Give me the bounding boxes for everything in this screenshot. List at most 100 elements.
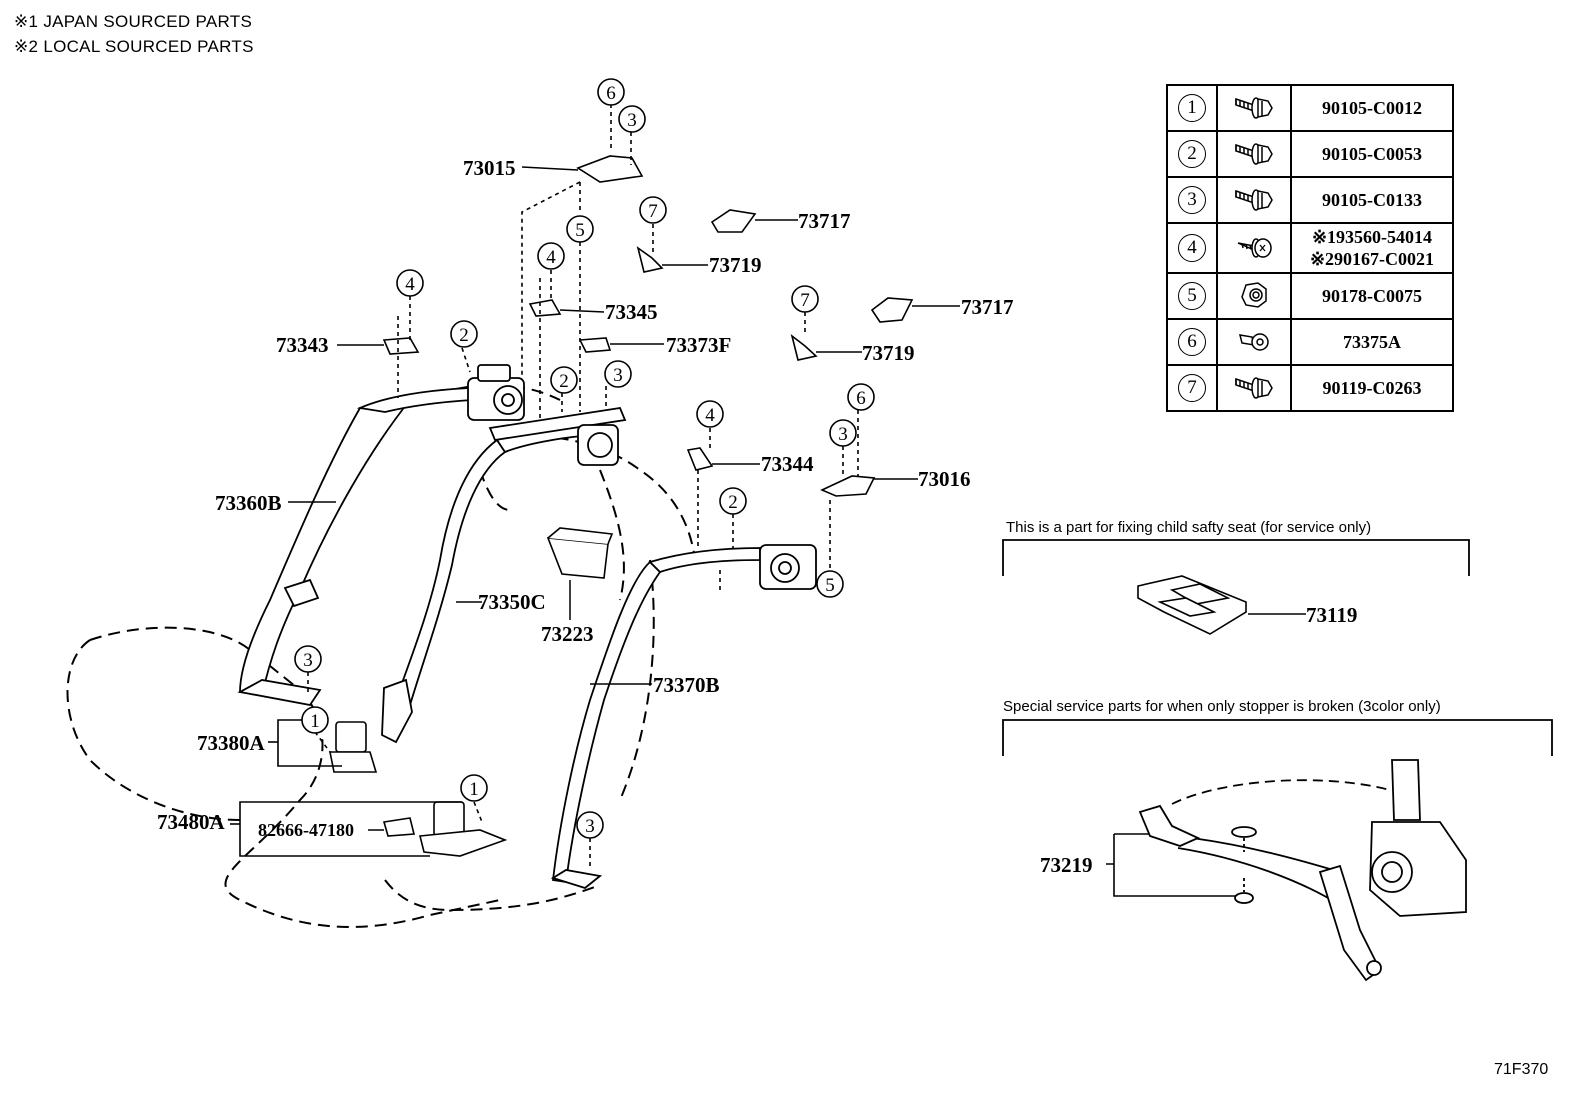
callout-markers: 6 3 5 7 4 4 2 2 3 7 4 6 3 2 5 3 1 1 3 — [294, 78, 875, 839]
part-label-73380a: 73380A — [197, 731, 266, 755]
stopper-caption: Special service parts for when only stop… — [1003, 698, 1441, 715]
part-label-73119: 73119 — [1306, 603, 1357, 627]
belt-73370b — [550, 547, 761, 890]
cover-73345 — [528, 299, 562, 317]
cover-73717-a — [710, 209, 757, 233]
cover-73344 — [686, 447, 714, 471]
screw-icon — [1232, 229, 1276, 263]
fastener-part-number: ※193560-54014※290167-C0021 — [1290, 222, 1454, 274]
callout-2: 2 — [459, 325, 469, 346]
callout-1: 1 — [310, 711, 320, 732]
retractor-right — [759, 544, 817, 590]
fastener-row: 1 90105-C0012 — [1166, 84, 1454, 132]
fastener-code: 73375A — [1343, 332, 1401, 352]
box-73223 — [546, 527, 614, 579]
callout-5: 5 — [825, 575, 835, 596]
callout-4: 4 — [405, 274, 415, 295]
child-seat-box — [1002, 539, 1470, 576]
fastener-code: ※193560-54014 — [1311, 227, 1433, 247]
part-label-73350c: 73350C — [478, 590, 546, 614]
callout-5: 5 — [575, 220, 585, 241]
retractor-left — [467, 364, 525, 421]
flange-bolt-icon — [1232, 369, 1276, 403]
seat-outline — [66, 384, 696, 928]
fastener-number: 5 — [1178, 282, 1206, 310]
bracket-73719-b — [790, 333, 818, 361]
fastener-row: 3 90105-C0133 — [1166, 176, 1454, 224]
fastener-part-number: 90105-C0133 — [1290, 176, 1454, 224]
callout-3: 3 — [303, 650, 313, 671]
part-label-73373f: 73373F — [666, 333, 731, 357]
stopper-detail — [1138, 759, 1467, 982]
callout-7: 7 — [648, 201, 658, 222]
fastener-code: 90119-C0263 — [1322, 378, 1422, 398]
part-labels: 73015 73717 73719 73345 73717 73719 7334… — [157, 156, 1357, 877]
japan-sourced-note: ※1 JAPAN SOURCED PARTS — [14, 12, 253, 31]
buckle-73480a — [382, 801, 508, 857]
belt-73350c — [381, 423, 584, 744]
fastener-row: 7 90119-C0263 — [1166, 364, 1454, 412]
fastener-number: 7 — [1178, 374, 1206, 402]
fastener-number: 1 — [1178, 94, 1206, 122]
local-sourced-note: ※2 LOCAL SOURCED PARTS — [14, 37, 254, 56]
label-leaders — [288, 166, 1306, 865]
drawing-code: 71F370 — [1494, 1061, 1548, 1078]
part-label-73016: 73016 — [918, 467, 971, 491]
stopper-box — [1002, 719, 1553, 756]
child-seat-caption: This is a part for fixing child safty se… — [1006, 519, 1371, 536]
fastener-number: 2 — [1178, 140, 1206, 168]
fastener-number: 4 — [1178, 234, 1206, 262]
flange-bolt-icon — [1232, 181, 1276, 215]
nut-icon — [1232, 277, 1276, 311]
part-label-82666-47180: 82666-47180 — [258, 820, 354, 840]
fastener-part-number: 90105-C0053 — [1290, 130, 1454, 178]
cover-73373f — [578, 337, 612, 353]
part-label-73219: 73219 — [1040, 853, 1093, 877]
part-label-73223: 73223 — [541, 622, 594, 646]
fastener-number: 6 — [1178, 328, 1206, 356]
part-label-73344: 73344 — [761, 452, 814, 476]
bracket-73719-a — [636, 246, 664, 273]
part-label-73719: 73719 — [709, 253, 762, 277]
part-label-73480a: 73480A — [157, 810, 226, 834]
fastener-part-number: 90178-C0075 — [1290, 272, 1454, 320]
callout-3: 3 — [585, 816, 595, 837]
callout-2: 2 — [559, 371, 569, 392]
fastener-row: 6 73375A — [1166, 318, 1454, 366]
callout-3: 3 — [613, 365, 623, 386]
callout-2: 2 — [728, 492, 738, 513]
flange-bolt-icon — [1232, 135, 1276, 169]
cover-73717-b — [870, 297, 914, 323]
clip-icon — [1232, 323, 1276, 357]
part-label-73360b: 73360B — [215, 491, 282, 515]
fastener-code: 90105-C0012 — [1322, 98, 1422, 118]
bracket-center — [488, 407, 627, 466]
fastener-row: 4 ※193560-54014※290167-C0021 — [1166, 222, 1454, 274]
callout-7: 7 — [800, 290, 810, 311]
fastener-code: 90105-C0133 — [1322, 190, 1422, 210]
part-label-73719: 73719 — [862, 341, 915, 365]
fastener-row: 5 90178-C0075 — [1166, 272, 1454, 320]
fastener-part-number: 90119-C0263 — [1290, 364, 1454, 412]
belt-73360b — [237, 387, 474, 706]
bracket-73015 — [576, 155, 644, 183]
plate-73119 — [1137, 575, 1247, 635]
part-label-73717: 73717 — [961, 295, 1014, 319]
callout-1: 1 — [469, 779, 479, 800]
callout-3: 3 — [627, 110, 637, 131]
bracket-73016 — [820, 475, 876, 497]
callout-6: 6 — [856, 388, 866, 409]
fastener-row: 2 90105-C0053 — [1166, 130, 1454, 178]
fastener-code: ※290167-C0021 — [1309, 249, 1435, 269]
fastener-table: 1 90105-C0012 2 90105-C0053 3 90105-C0133 4 ※19… — [1166, 84, 1454, 412]
fastener-part-number: 90105-C0012 — [1290, 84, 1454, 132]
fastener-number: 3 — [1178, 186, 1206, 214]
buckle-73380a — [329, 721, 378, 773]
cover-73343 — [382, 337, 420, 355]
callout-3: 3 — [838, 424, 848, 445]
part-label-73343: 73343 — [276, 333, 329, 357]
fastener-code: 90178-C0075 — [1322, 286, 1422, 306]
callout-6: 6 — [606, 83, 616, 104]
part-label-73345: 73345 — [605, 300, 658, 324]
